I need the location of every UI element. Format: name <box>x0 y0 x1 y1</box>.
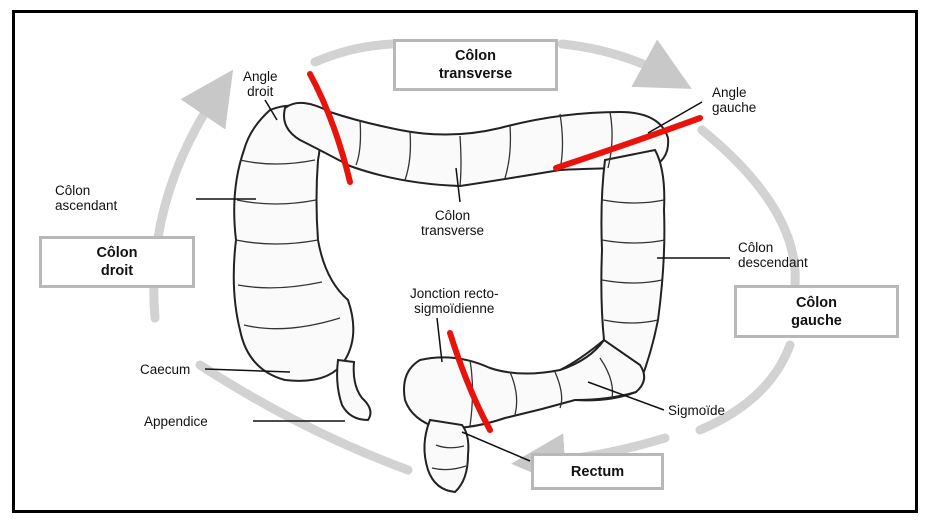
label-colon-ascendant-line1: Côlon <box>55 183 117 198</box>
label-jonction-recto-sigmoidienne: Jonction recto- sigmoïdienne <box>410 286 499 316</box>
label-colon-transverse-line2: transverse <box>421 223 484 238</box>
label-angle-droit: Angle droit <box>243 69 278 99</box>
region-box-rectum: Rectum <box>531 453 664 490</box>
label-colon-transverse: Côlon transverse <box>421 208 484 238</box>
label-angle-gauche-line2: gauche <box>712 100 756 115</box>
region-colon-gauche-line2: gauche <box>791 312 842 330</box>
label-colon-descendant-line2: descendant <box>738 255 808 270</box>
label-colon-descendant: Côlon descendant <box>738 240 808 270</box>
arrow-top-left <box>315 44 392 62</box>
arrow-top-right <box>562 44 668 76</box>
label-angle-gauche: Angle gauche <box>712 85 756 115</box>
label-jonction-line2: sigmoïdienne <box>410 301 499 316</box>
region-box-colon-droit: Côlon droit <box>39 236 195 288</box>
label-jonction-line1: Jonction recto- <box>410 286 499 301</box>
sigmoid-colon <box>404 340 644 428</box>
region-colon-droit-line2: droit <box>101 262 133 280</box>
appendix <box>337 360 370 420</box>
label-colon-ascendant-line2: ascendant <box>55 198 117 213</box>
region-colon-transverse-line2: transverse <box>439 65 512 83</box>
rectum <box>424 420 468 492</box>
label-angle-gauche-line1: Angle <box>712 85 756 100</box>
region-colon-transverse-line1: Côlon <box>455 47 496 65</box>
region-box-colon-transverse: Côlon transverse <box>393 39 558 91</box>
region-rectum-label: Rectum <box>571 463 624 481</box>
label-colon-descendant-line1: Côlon <box>738 240 808 255</box>
label-angle-droit-line2: droit <box>243 84 278 99</box>
label-colon-ascendant: Côlon ascendant <box>55 183 117 213</box>
label-angle-droit-line1: Angle <box>243 69 278 84</box>
region-box-colon-gauche: Côlon gauche <box>734 285 899 338</box>
label-appendice: Appendice <box>144 414 208 429</box>
region-colon-droit-line1: Côlon <box>96 244 137 262</box>
region-colon-gauche-line1: Côlon <box>796 294 837 312</box>
label-colon-transverse-line1: Côlon <box>421 208 484 223</box>
label-caecum: Caecum <box>140 362 190 377</box>
label-sigmoide: Sigmoïde <box>668 403 725 418</box>
